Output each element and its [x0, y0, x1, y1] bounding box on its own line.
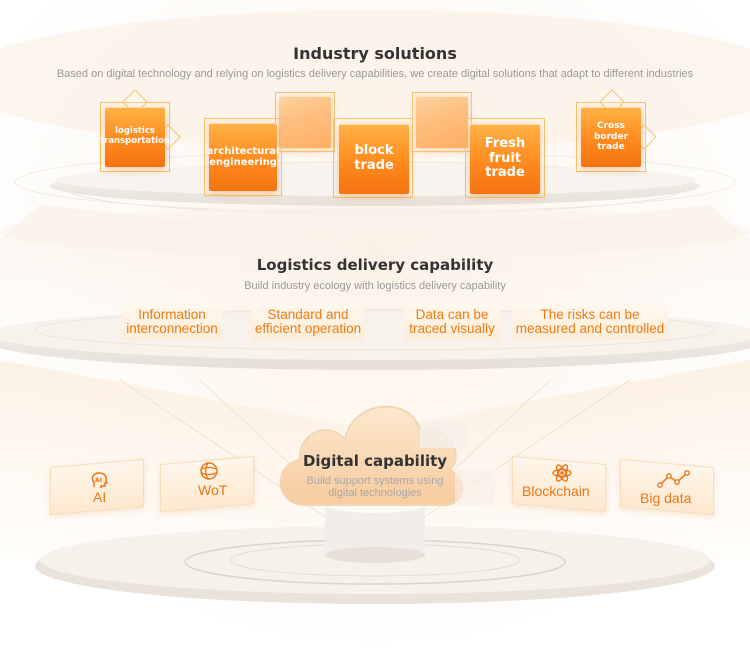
industry-solutions-subtitle: Based on digital technology and relying …: [56, 68, 694, 80]
logistics-item-line1: Information: [138, 307, 206, 322]
industry-solutions-title: Industry solutions: [293, 44, 457, 63]
industry-box-architectural: architectural engineering: [207, 123, 279, 191]
box-frame: [100, 102, 170, 172]
digital-subtitle: Build support systems using digital tech…: [0, 475, 750, 499]
box-frame: [576, 102, 646, 172]
box-frame: [465, 118, 545, 198]
decor-box: [279, 96, 331, 148]
ai-badge: AI: [95, 477, 102, 484]
logistics-item-line1: Standard and: [267, 307, 349, 322]
digital-title: Digital capability: [302, 452, 448, 470]
card-label-wot: WoT: [198, 482, 228, 498]
digital-subtitle-line1: Build support systems using: [306, 475, 444, 487]
digital-subtitle-line2: digital technologies: [328, 487, 422, 499]
box-frame: [333, 118, 413, 198]
card-label-big-data: Big data: [640, 490, 692, 506]
ai-head-icon: AI: [91, 472, 109, 488]
logistics-title: Logistics delivery capability: [256, 256, 494, 274]
logistics-item-line1: Data can be: [415, 307, 489, 322]
logistics-item-line2: measured and controlled: [515, 321, 665, 336]
atom-icon: [552, 464, 572, 482]
logistics-item-line2: traced visually: [409, 321, 495, 336]
industry-box-fresh-fruit: Fresh fruit trade: [470, 124, 540, 194]
logistics-item-line2: interconnection: [126, 321, 218, 336]
card-label-ai: AI: [93, 489, 107, 505]
decor-frame: [412, 92, 472, 152]
wot-globe-icon: [200, 462, 218, 480]
industry-box-logistics: logistics transportation: [100, 107, 170, 167]
industry-box-cross-border: Cross border trade: [581, 107, 641, 167]
line-chart-icon: [657, 470, 690, 488]
card-label-blockchain: Blockchain: [522, 483, 590, 499]
decor-frame: [275, 92, 335, 152]
logistics-item-line1: The risks can be: [540, 307, 640, 322]
logistics-item-line2: efficient operation: [254, 321, 362, 336]
decor-box: [416, 96, 468, 148]
industry-box-block-trade: block trade: [339, 124, 409, 194]
logistics-subtitle: Build industry ecology with logistics de…: [244, 280, 506, 292]
box-frame: [204, 118, 282, 196]
